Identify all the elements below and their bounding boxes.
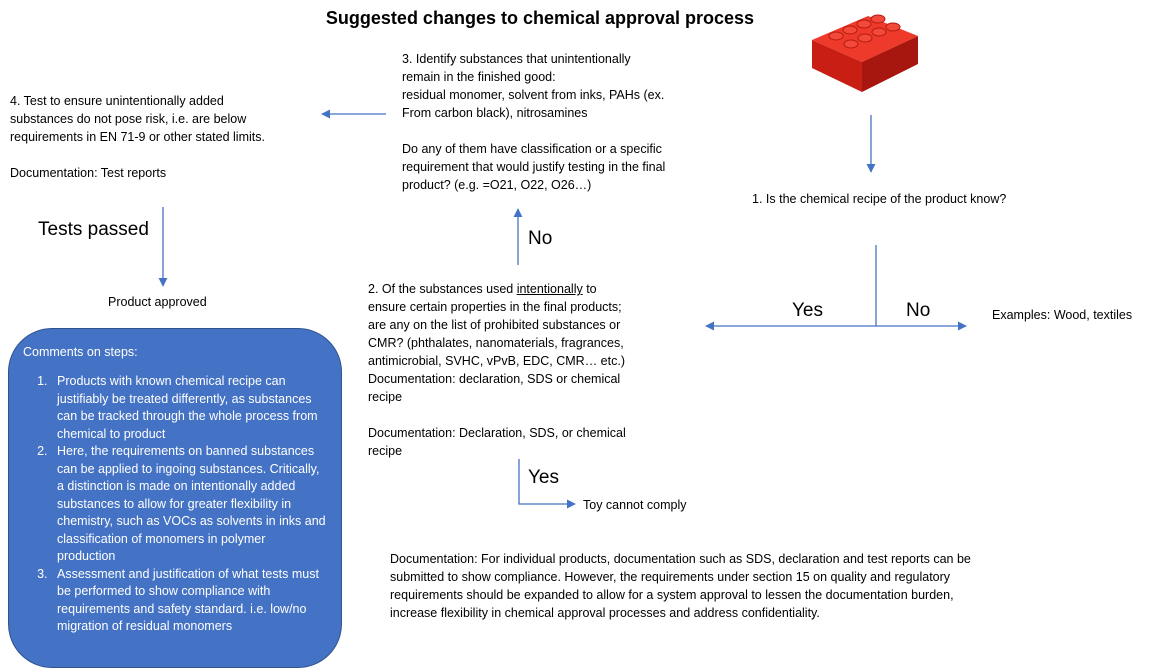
- comments-header: Comments on steps:: [23, 345, 138, 359]
- outcome-toy-cannot-comply: Toy cannot comply: [583, 498, 687, 512]
- label-tests-passed: Tests passed: [38, 219, 149, 240]
- label-yes-left: Yes: [792, 300, 823, 321]
- label-yes-down: Yes: [528, 467, 559, 488]
- step2-underlined: intentionally: [516, 282, 583, 296]
- arrow-yes-cannot-comply: [518, 459, 576, 509]
- comment-item-3: Assessment and justification of what tes…: [51, 566, 327, 636]
- comments-list: Products with known chemical recipe can …: [23, 373, 327, 636]
- comment-item-1: Products with known chemical recipe can …: [51, 373, 327, 443]
- comments-box: Comments on steps: Products with known c…: [8, 328, 342, 668]
- lego-brick-icon: [812, 14, 918, 92]
- outcome-product-approved: Product approved: [108, 295, 207, 309]
- label-no-up: No: [528, 228, 553, 249]
- documentation-note: Documentation: For individual products, …: [390, 552, 971, 620]
- outcome-examples: Examples: Wood, textiles: [992, 308, 1133, 322]
- step2-text: 2. Of the substances used intentionally …: [368, 282, 626, 458]
- step4-text: 4. Test to ensure unintentionally added …: [10, 94, 265, 180]
- label-no-right: No: [906, 300, 931, 321]
- step1-text: 1. Is the chemical recipe of the product…: [752, 192, 1007, 206]
- page-title: Suggested changes to chemical approval p…: [325, 8, 755, 28]
- comment-item-2: Here, the requirements on banned substan…: [51, 443, 327, 566]
- step3-text: 3. Identify substances that unintentiona…: [402, 52, 666, 192]
